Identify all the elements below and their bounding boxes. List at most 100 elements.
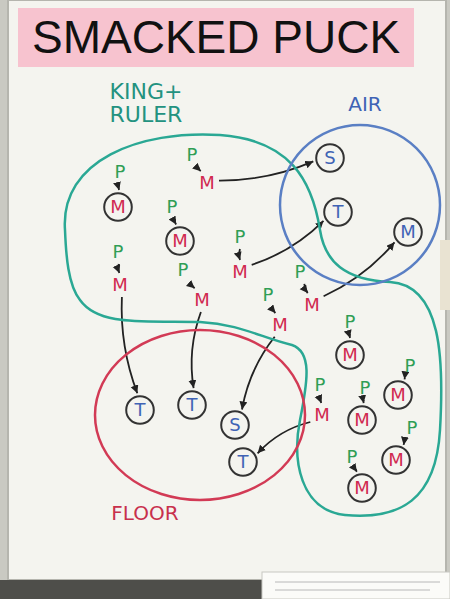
arrow-connector <box>238 249 241 260</box>
letter-node: M <box>197 173 217 193</box>
arrow-connector <box>404 440 407 445</box>
ring-outline <box>384 381 412 409</box>
letter-node: P <box>233 227 248 247</box>
ring-outline <box>382 446 410 474</box>
letter-text: S <box>229 416 240 434</box>
letter-text: M <box>272 316 288 334</box>
letter-text: M <box>388 451 404 469</box>
circled-letter: M <box>347 405 377 435</box>
letter-text: P <box>187 146 198 164</box>
letter-text: M <box>110 198 126 216</box>
title-banner: SMACKED PUCK <box>18 8 414 67</box>
region-outline: AIR S T M <box>276 92 444 292</box>
letter-node: M <box>312 405 332 425</box>
letter-text: T <box>187 396 198 414</box>
circled-letter: M <box>165 226 195 256</box>
region-label: AIR <box>335 94 395 115</box>
circled-letter: T <box>125 395 155 425</box>
letter-text: M <box>390 386 406 404</box>
letter-text: P <box>167 198 178 216</box>
letter-text: P <box>347 448 358 466</box>
arrow-connector <box>192 312 201 388</box>
letter-text: P <box>235 228 246 246</box>
ring-outline <box>104 193 132 221</box>
letter-text: M <box>112 276 128 294</box>
ring-outline <box>178 391 206 419</box>
letter-node: P <box>261 285 276 305</box>
arrow-connector <box>404 378 406 380</box>
letter-text: P <box>345 313 356 331</box>
circled-letter: M <box>393 217 423 247</box>
letter-node: P <box>165 197 180 217</box>
arrow-connector <box>175 219 176 225</box>
circled-letter: M <box>347 473 377 503</box>
letter-node: M <box>302 295 322 315</box>
letter-text: P <box>178 261 189 279</box>
letter-text: M <box>342 346 358 364</box>
letter-text: S <box>324 149 335 167</box>
arrow-connector <box>242 337 275 410</box>
letter-node: M <box>110 275 130 295</box>
letter-text: P <box>407 419 418 437</box>
letter-text: P <box>315 376 326 394</box>
letter-node: P <box>176 260 191 280</box>
ring-outline <box>126 396 154 424</box>
region-shape <box>55 78 445 520</box>
ring-outline <box>348 474 376 502</box>
letter-text: M <box>232 263 248 281</box>
arrow-connector <box>198 167 200 171</box>
ring-outline <box>336 341 364 369</box>
letter-node: P <box>403 356 418 376</box>
letter-node: P <box>313 375 328 395</box>
arrow-connector <box>252 221 324 265</box>
letter-node: M <box>192 290 212 310</box>
circled-letter: M <box>335 340 365 370</box>
region-shape <box>90 326 310 532</box>
arrow-connector <box>304 284 307 293</box>
board-surface <box>8 0 446 580</box>
arrow-connector <box>356 469 357 472</box>
letter-text: T <box>238 453 249 471</box>
letter-text: P <box>263 286 274 304</box>
letter-node: P <box>343 312 358 332</box>
circled-letter: T <box>177 390 207 420</box>
letter-text: M <box>354 411 370 429</box>
ring-outline <box>221 411 249 439</box>
letter-node: M <box>230 262 250 282</box>
ring-outline <box>316 144 344 172</box>
arrow-connector <box>118 184 120 190</box>
ring-outline <box>394 218 422 246</box>
paper-sheet <box>262 572 450 599</box>
letter-text: M <box>354 479 370 497</box>
circled-letter: T <box>228 447 258 477</box>
letter-text: T <box>333 203 344 221</box>
arrow-connector <box>273 307 276 313</box>
ring-outline <box>348 406 376 434</box>
letter-text: M <box>172 232 188 250</box>
arrow-connector <box>320 397 322 403</box>
letter-node: P <box>345 447 360 467</box>
region-border <box>65 134 442 515</box>
arrow-connector <box>122 297 138 393</box>
letter-node: P <box>111 242 126 262</box>
letter-text: P <box>295 263 306 281</box>
ring-outline <box>166 227 194 255</box>
ring-outline <box>324 198 352 226</box>
letter-text: M <box>400 223 416 241</box>
region-label: KING+ RULER <box>100 80 192 126</box>
circled-letter: T <box>323 197 353 227</box>
letter-text: P <box>115 163 126 181</box>
paper-line <box>275 582 440 583</box>
region-shape <box>276 92 444 292</box>
letter-text: M <box>304 296 320 314</box>
letter-node: P <box>405 418 420 438</box>
letter-node: P <box>185 145 200 165</box>
region-border <box>280 125 440 285</box>
letter-text: M <box>194 291 210 309</box>
region-label: FLOOR <box>100 503 190 524</box>
letter-text: P <box>113 243 124 261</box>
circled-letter: S <box>315 143 345 173</box>
arrow-connector <box>349 334 351 338</box>
